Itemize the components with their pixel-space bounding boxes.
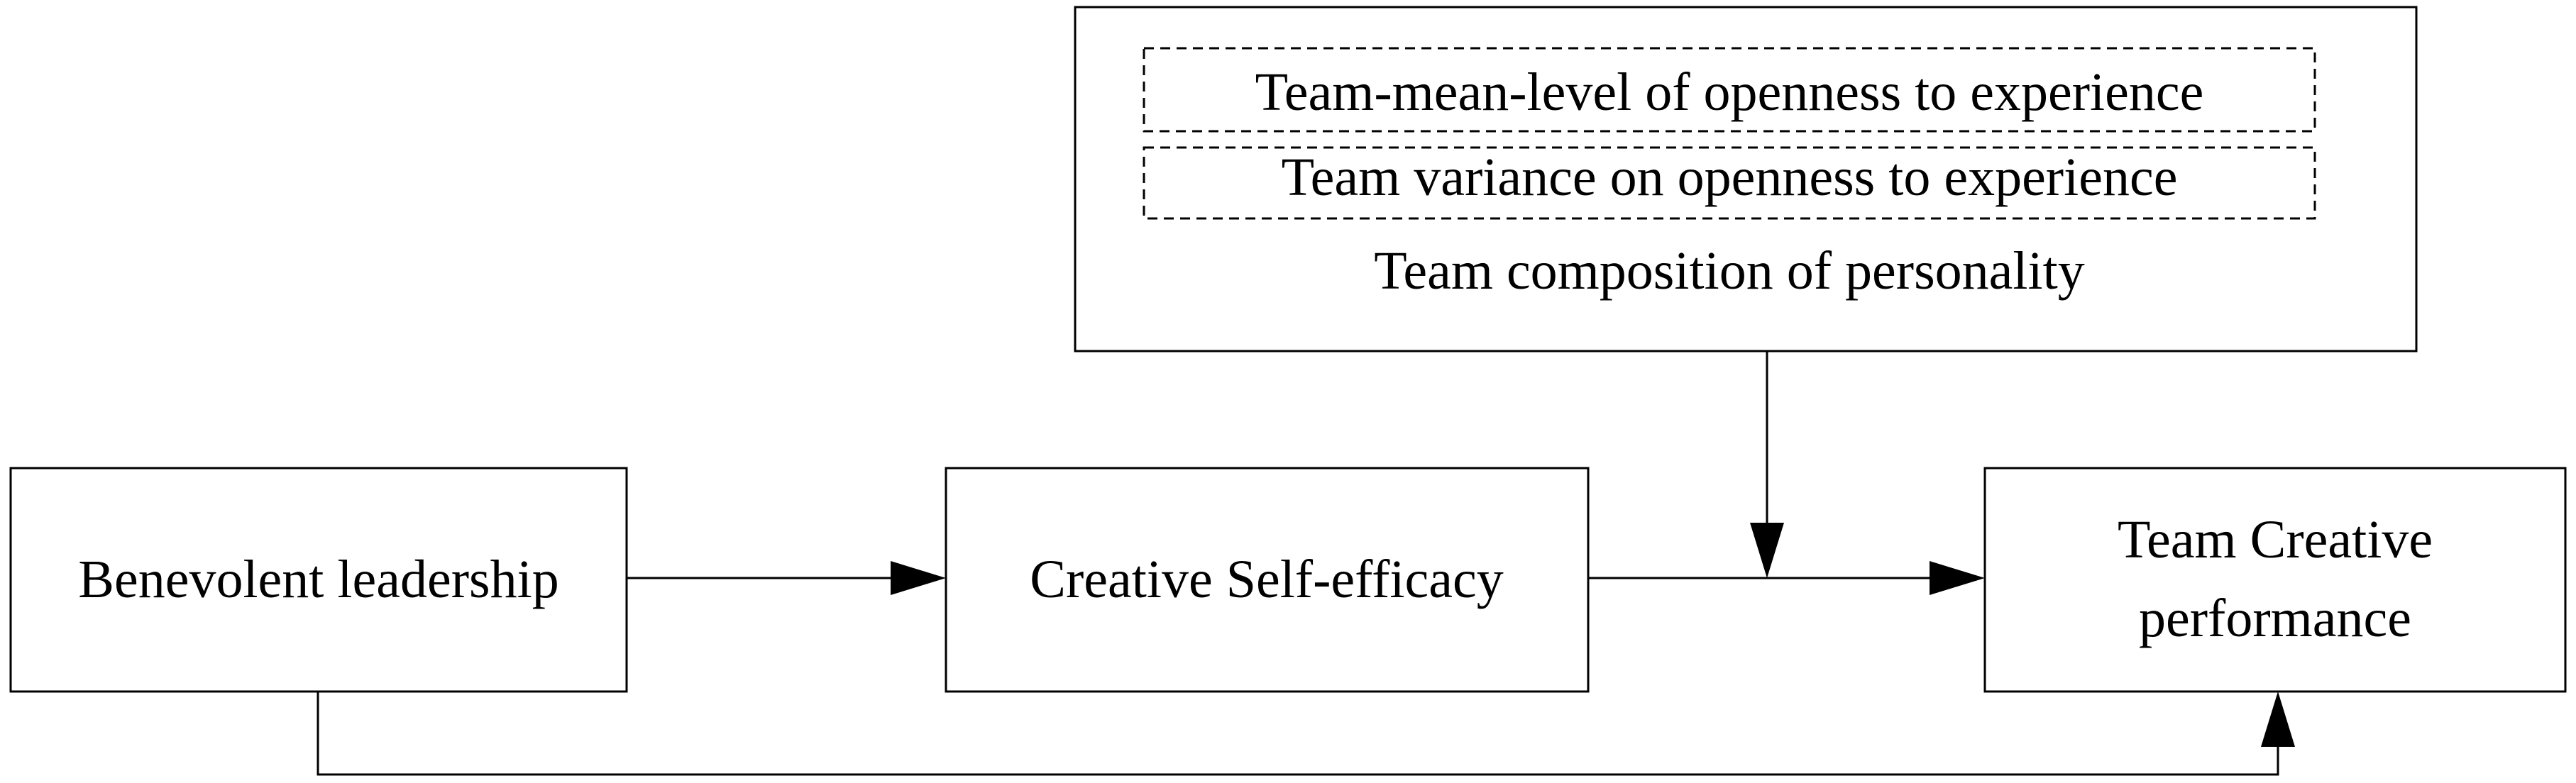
moderator-item-variance-box	[1143, 146, 2316, 220]
node-team-creative-performance-label-line2: performance	[2139, 589, 2411, 648]
node-benevolent-leadership: Benevolent leadership	[9, 467, 628, 693]
arrow-efficacy-to-performance	[1588, 561, 1985, 595]
node-team-creative-performance: Team Creative performance	[1983, 467, 2567, 693]
moderator-item-mean-box	[1143, 47, 2316, 133]
node-team-creative-performance-label-line1: Team Creative	[2118, 510, 2433, 570]
node-creative-self-efficacy: Creative Self-efficacy	[945, 467, 1590, 693]
moderator-item-mean: Team-mean-level of openness to experienc…	[1255, 62, 2204, 122]
moderator-item-variance: Team variance on openness to experience	[1282, 148, 2178, 207]
node-benevolent-leadership-label: Benevolent leadership	[78, 550, 558, 609]
moderator-label: Team composition of personality	[1374, 241, 2084, 301]
node-creative-self-efficacy-label: Creative Self-efficacy	[1030, 550, 1503, 609]
arrow-moderator-to-path	[1750, 351, 1784, 578]
arrow-benevolent-to-performance	[317, 692, 2295, 776]
arrow-benevolent-to-efficacy	[627, 561, 946, 595]
moderator-box: Team-mean-level of openness to experienc…	[1074, 6, 2418, 352]
